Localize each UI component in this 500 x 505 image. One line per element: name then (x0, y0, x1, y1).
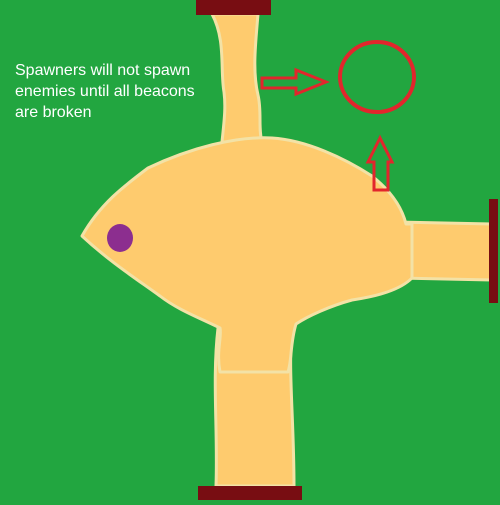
arrow-up-icon (365, 134, 395, 192)
door-east (489, 199, 498, 303)
beacon-icon (107, 224, 133, 252)
arrow-right-icon (260, 67, 331, 97)
hub-room (80, 136, 414, 374)
spawner-marker-icon (338, 40, 416, 114)
spawner-note-line-1: Spawners will not spawn (15, 62, 191, 79)
door-south (198, 486, 302, 500)
spawner-note-line-3: are broken (15, 104, 92, 121)
door-north (196, 0, 271, 15)
spawner-note: Spawners will not spawn enemies until al… (15, 60, 255, 123)
spawner-note-line-2: enemies until all beacons (15, 83, 195, 100)
